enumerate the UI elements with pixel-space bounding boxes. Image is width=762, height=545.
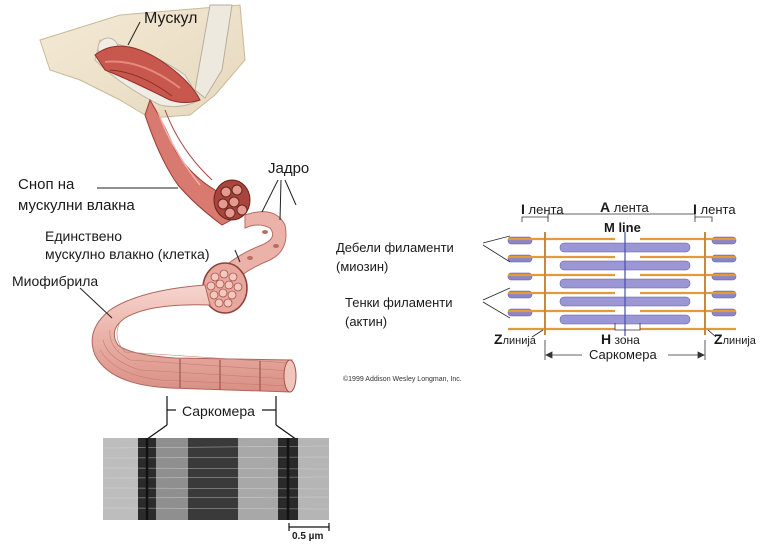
label-h-zone: H зона [601,331,640,347]
label-thick-line2: (миозин) [336,259,388,274]
label-i-band-left: I лента [521,201,564,217]
h-word: зона [614,333,639,347]
z2-word: линија [723,335,756,347]
i-band-letter: I [521,201,525,217]
label-a-band: A лента [600,199,649,215]
i-band-word: лента [529,202,564,217]
z-letter: Z [494,331,503,347]
label-thin-line1: Тенки филаменти [345,295,453,310]
label-thick-line1: Дебели филаменти [336,240,454,255]
label-z-line-right: Zлинија [714,331,756,347]
filament-leaders [483,236,510,318]
z-word: линија [503,335,536,347]
label-z-line-left: Zлинија [494,331,536,347]
i-band2-word: лента [701,202,736,217]
label-m-line: M line [604,220,641,235]
a-band-word: лента [614,200,649,215]
label-i-band-right: I лента [693,201,736,217]
copyright-text: ©1999 Addison Wesley Longman, Inc. [343,376,462,383]
z2-letter: Z [714,331,723,347]
label-sarcomere-right: Саркомера [589,347,657,362]
a-band-letter: A [600,199,610,215]
myosin-edge-right [712,237,736,316]
h-letter: H [601,331,611,347]
i-band2-letter: I [693,201,697,217]
label-thin-line2: (актин) [345,314,387,329]
myosin-edge-left [508,237,532,316]
